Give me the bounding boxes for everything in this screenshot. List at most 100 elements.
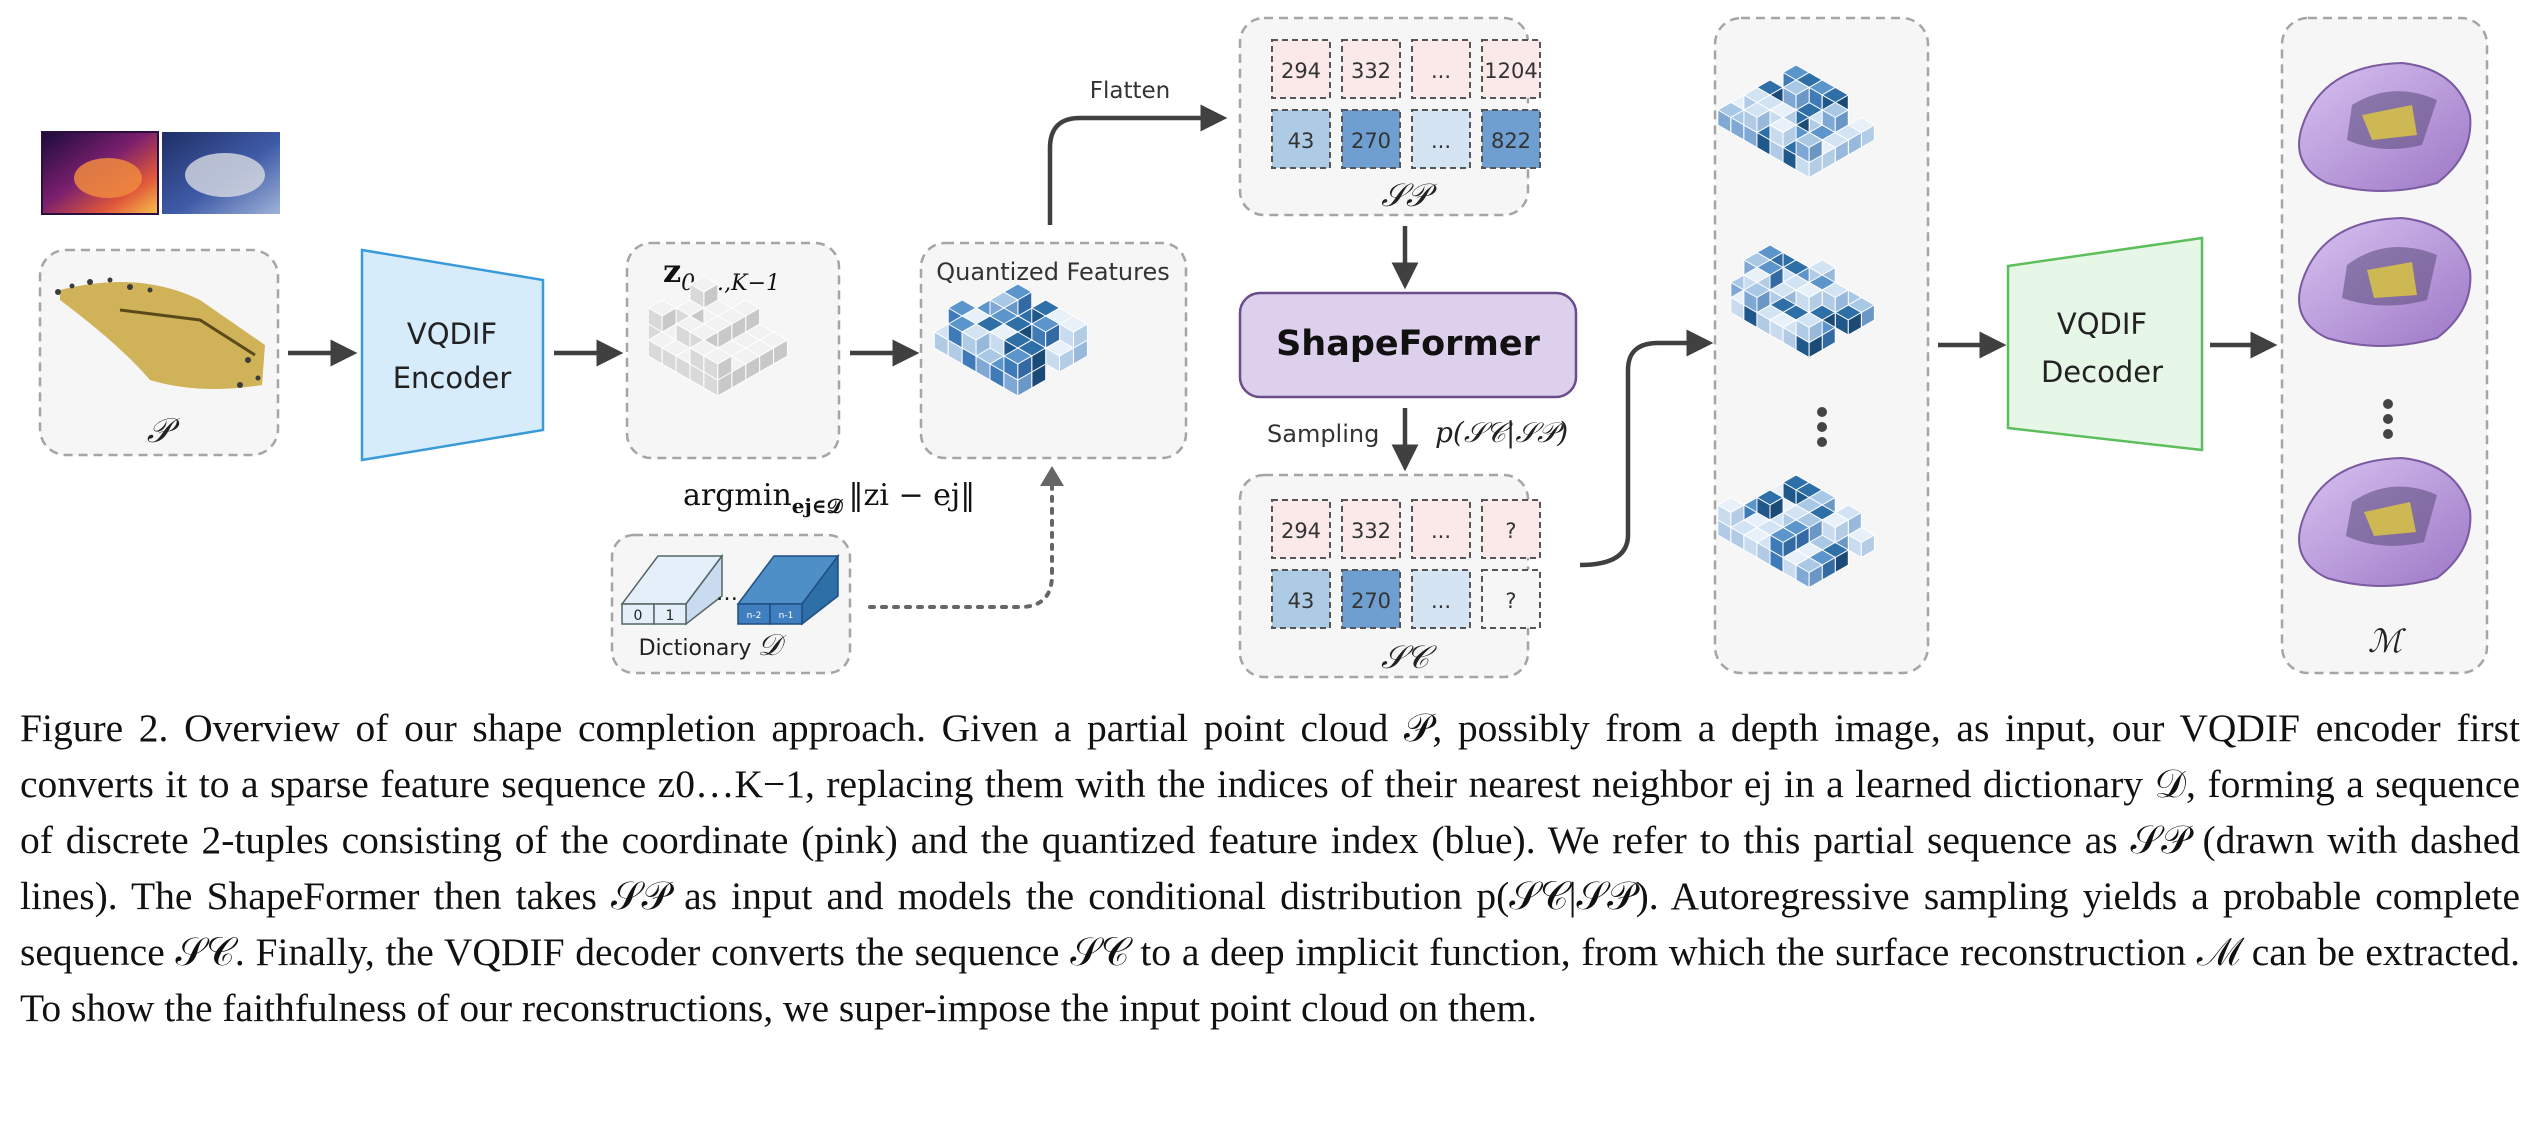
encoder-label-line1: VQDIF (407, 317, 497, 351)
sp-coord-cell-3 (1481, 39, 1541, 99)
quantized-title: Quantized Features (936, 258, 1170, 286)
vqdif-encoder: VQDIF Encoder (360, 248, 545, 462)
output-mesh-3 (2298, 456, 2472, 587)
latent-voxel-30 (647, 299, 678, 333)
sample2-voxel-36 (1742, 281, 1772, 314)
sp-label: 𝒮𝒫 (1381, 176, 1438, 214)
sc-index-text-0: 43 (1288, 589, 1315, 613)
sc-coord-text-2: ... (1431, 519, 1451, 543)
sc-index-cell-0 (1271, 569, 1331, 629)
argmin-formula: argminej∈𝒟‖zi − ej‖ (683, 478, 975, 518)
sampled-shape-3 (1716, 474, 1876, 589)
sp-coord-text-2: ... (1431, 59, 1451, 83)
sp-coord-text-3: 1204 (1484, 59, 1537, 83)
latent-voxel-34 (702, 347, 733, 381)
sp-coord-cell-0 (1271, 39, 1331, 99)
sp-index-text-3: 822 (1491, 129, 1531, 153)
shapeformer-label: ShapeFormer (1276, 324, 1541, 364)
quantized-voxel-grid (933, 283, 1089, 397)
sample2-voxel-34 (1795, 281, 1824, 314)
arrow-dictionary-head (1040, 466, 1064, 486)
quant-voxel-29 (1058, 315, 1089, 349)
sampling-label: Sampling (1267, 420, 1379, 448)
complete-sequence-panel: 294 332...? 43 270...? 𝒮𝒞 (1238, 473, 1541, 679)
output-meshes-panel: ℳ (2280, 16, 2489, 675)
dict-cell-0: 0 (634, 608, 643, 624)
dict-ellipsis: … (716, 581, 738, 606)
sc-coord-text-1: 332 (1351, 519, 1391, 543)
dict-cell-n1: n-1 (779, 611, 794, 621)
sc-coord-cell-3 (1481, 499, 1541, 559)
output-label: ℳ (2368, 622, 2407, 660)
dictionary-codebook: 0 1 … n-2 n-1 (620, 553, 840, 626)
sampled-shape-2 (1729, 244, 1876, 359)
sc-coord-cell-2 (1411, 499, 1471, 559)
arrow-flatten (1047, 104, 1228, 225)
sc-index-cell-3 (1481, 569, 1541, 629)
sp-coord-cell-2 (1411, 39, 1471, 99)
partial-sequence-cells: 294 332... 1204 43 270... 822 (1271, 39, 1541, 169)
sp-index-text-1: 270 (1351, 129, 1391, 153)
output-mesh-1 (2298, 61, 2472, 192)
sample3-voxel-44 (1768, 526, 1798, 559)
sp-index-text-0: 43 (1288, 129, 1315, 153)
sc-coord-text-0: 294 (1281, 519, 1321, 543)
sp-coord-text-1: 332 (1351, 59, 1391, 83)
sc-coord-text-3: ? (1505, 519, 1516, 543)
sample1-voxel-43 (1795, 131, 1824, 164)
sample3-voxel-43 (1716, 496, 1745, 529)
sample3-voxel-38 (1821, 511, 1850, 544)
sc-index-cell-1 (1341, 569, 1401, 629)
caption-text: Figure 2. Overview of our shape completi… (20, 706, 2520, 1030)
decoder-label-line1: VQDIF (2057, 307, 2147, 341)
complete-sequence-cells: 294 332...? 43 270...? (1271, 499, 1541, 629)
sample1-voxel-36 (1821, 101, 1850, 134)
flatten-label: Flatten (1090, 78, 1170, 104)
sp-index-cell-1 (1341, 109, 1401, 169)
sc-index-text-3: ? (1505, 589, 1516, 613)
sp-coord-cell-1 (1341, 39, 1401, 99)
dict-cell-n2: n-2 (747, 611, 762, 621)
sp-index-cell-2 (1411, 109, 1471, 169)
sample1-voxel-42 (1768, 116, 1798, 149)
sp-index-text-2: ... (1431, 129, 1451, 153)
pipeline-diagram: 𝒫 VQDIF Encoder z0,…,K−1 argminej∈𝒟‖zi −… (38, 16, 2489, 679)
output-mesh-2 (2298, 216, 2472, 347)
shapeformer-block: ShapeFormer (1238, 291, 1578, 399)
latent-features-panel: z0,…,K−1 (625, 241, 841, 460)
sampled-shapes-panel (1713, 16, 1930, 675)
quantized-features-panel: Quantized Features (919, 241, 1188, 460)
sample3-voxel-31 (1795, 556, 1824, 589)
figure-caption: Figure 2. Overview of our shape completi… (20, 700, 2520, 1036)
quant-voxel-31 (1030, 315, 1061, 349)
sample3-voxel-39 (1755, 489, 1785, 521)
sample2-voxel-37 (1795, 311, 1824, 344)
conditional-distribution-label: p(𝒮𝒞|𝒮𝒫) (1435, 416, 1568, 449)
sc-coord-cell-0 (1271, 499, 1331, 559)
latent-voxel-25 (688, 275, 719, 309)
depth-image-thumbnails (41, 131, 280, 215)
vertical-ellipsis-outputs (2383, 399, 2393, 439)
sc-coord-cell-1 (1341, 499, 1401, 559)
decoder-label-line2: Decoder (2041, 355, 2163, 389)
sp-index-cell-3 (1481, 109, 1541, 169)
encoder-label-line2: Encoder (393, 361, 512, 395)
vqdif-decoder: VQDIF Decoder (2006, 236, 2204, 452)
latent-voxel-grid (647, 275, 789, 397)
partial-sequence-panel: 294 332... 1204 43 270... 822 𝒮𝒫 (1238, 16, 1541, 217)
sampled-shape-1 (1716, 64, 1876, 179)
sc-index-text-2: ... (1431, 589, 1451, 613)
sc-index-text-1: 270 (1351, 589, 1391, 613)
dict-cell-1: 1 (666, 608, 675, 624)
sp-coord-text-0: 294 (1281, 59, 1321, 83)
input-point-cloud-panel: 𝒫 (38, 248, 280, 457)
sp-index-cell-0 (1271, 109, 1331, 169)
sc-index-cell-2 (1411, 569, 1471, 629)
sc-label: 𝒮𝒞 (1381, 638, 1438, 676)
sample2-voxel-31 (1821, 281, 1850, 314)
sample1-voxel-41 (1742, 101, 1772, 134)
quant-voxel-42 (1002, 347, 1033, 381)
